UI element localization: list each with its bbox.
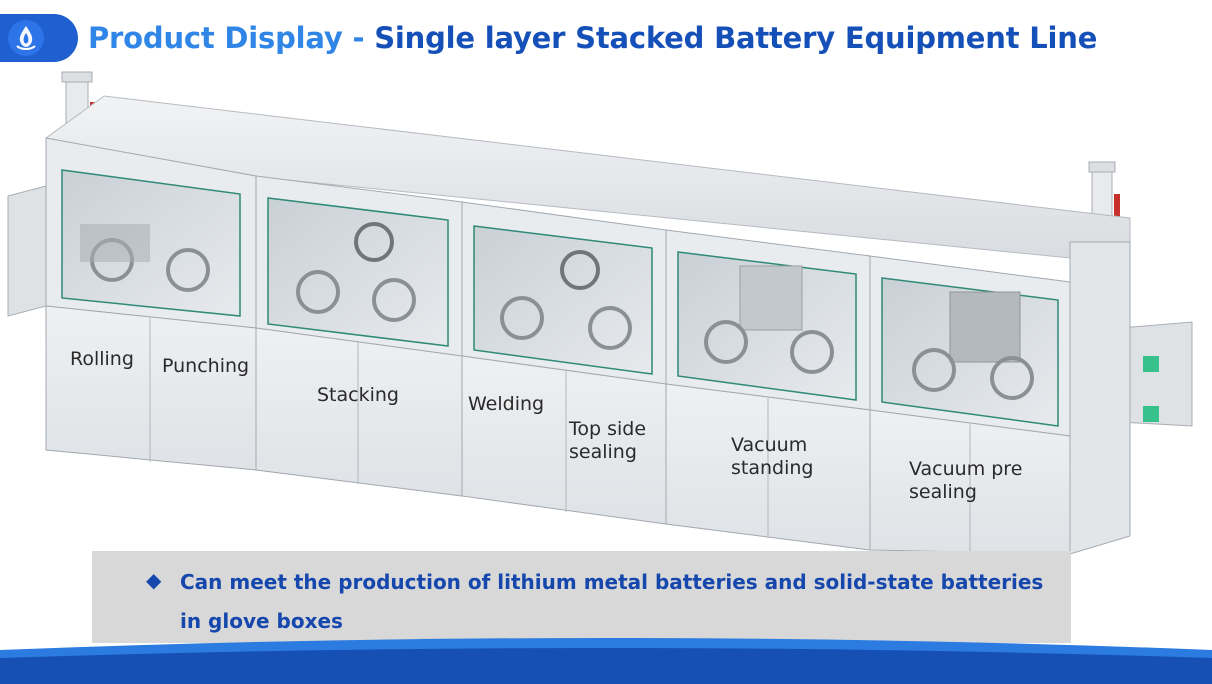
flame-drop-logo-icon: [8, 20, 44, 56]
station-label-welding: Welding: [468, 393, 545, 415]
station-label-top-side-sealing: Top side sealing: [569, 418, 647, 463]
title-main: Single layer Stacked Battery Equipment L…: [374, 21, 1098, 55]
equipment-line-illustration: [7, 71, 1193, 555]
station-label-rolling: Rolling: [70, 348, 134, 370]
title-prefix: Product Display -: [88, 21, 375, 55]
station-label-punching: Punching: [162, 355, 250, 377]
station-label-vacuum-pre-sealing: Vacuum pre sealing: [909, 458, 1023, 503]
station-label-stacking: Stacking: [317, 384, 399, 406]
logo-tab: [0, 14, 78, 62]
callout-box: [92, 551, 1071, 643]
footer-wave: [0, 638, 1212, 684]
diamond-bullet-icon: ◆: [146, 568, 162, 592]
page-title: Product Display - Single layer Stacked B…: [88, 18, 1097, 58]
station-label-vacuum-standing: Vacuum standing: [731, 434, 814, 479]
callout-text: Can meet the production of lithium metal…: [180, 570, 1044, 633]
